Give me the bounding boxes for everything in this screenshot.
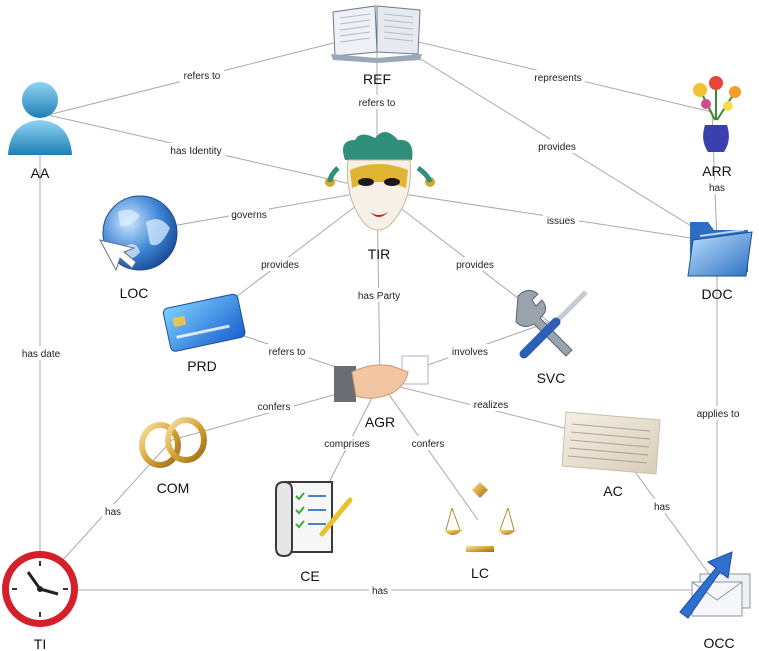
svg-text:involves: involves — [452, 347, 488, 358]
node-label-ce: CE — [300, 568, 319, 584]
edge-label-agr-com: confers — [254, 399, 294, 413]
node-com[interactable]: COM — [139, 417, 207, 496]
node-label-aa: AA — [31, 165, 50, 181]
envelopes-arrow-icon — [679, 551, 751, 619]
wrench-screwdriver-icon — [515, 290, 588, 359]
edge-label-agr-lc: confers — [408, 436, 448, 450]
node-label-loc: LOC — [120, 285, 149, 301]
edge-label-agr-svc: involves — [448, 344, 492, 358]
edge-label-aa-ti: has date — [20, 346, 62, 360]
edge-label-ref-doc: provides — [535, 139, 579, 153]
svg-text:has Party: has Party — [358, 291, 400, 302]
svg-text:applies to: applies to — [697, 409, 740, 420]
svg-text:refers to: refers to — [269, 347, 306, 358]
svg-text:confers: confers — [412, 439, 445, 450]
node-ref[interactable]: REF — [331, 5, 422, 87]
ledger-paper-icon — [561, 411, 661, 475]
open-book-icon — [331, 5, 422, 63]
node-lc[interactable]: LC — [444, 482, 516, 581]
credit-card-icon — [162, 293, 246, 352]
node-label-ti: TI — [34, 636, 46, 651]
edge-label-com-ti: has — [102, 504, 124, 518]
node-ce[interactable]: CE — [275, 480, 353, 584]
handshake-icon — [334, 355, 429, 402]
edge-label-ref-arr: represents — [531, 70, 585, 84]
svg-text:has: has — [654, 502, 670, 513]
node-ac[interactable]: AC — [561, 411, 661, 499]
checklist-scroll-icon — [275, 480, 353, 558]
wedding-rings-icon — [139, 417, 207, 468]
edge-label-tir-prd: provides — [258, 257, 302, 271]
svg-text:has date: has date — [22, 349, 61, 360]
node-label-doc: DOC — [701, 286, 732, 302]
edge-label-tir-loc: governs — [229, 207, 269, 221]
node-label-tir: TIR — [368, 246, 391, 262]
edge-label-aa-ref: refers to — [180, 68, 224, 82]
node-label-com: COM — [157, 480, 190, 496]
node-label-prd: PRD — [187, 358, 217, 374]
node-ti[interactable]: TI — [2, 551, 78, 651]
node-label-occ: OCC — [703, 635, 734, 651]
node-label-svc: SVC — [537, 370, 566, 386]
jester-mask-icon — [325, 131, 435, 231]
edge-label-doc-occ: applies to — [693, 406, 743, 420]
svg-text:provides: provides — [456, 260, 494, 271]
edge-agr-lc — [379, 381, 479, 521]
edge-label-agr-ce: comprises — [321, 436, 373, 450]
edge-label-prd-agr: refers to — [265, 344, 309, 358]
svg-text:refers to: refers to — [184, 71, 221, 82]
svg-text:has: has — [372, 586, 388, 597]
edge-label-aa-tir: has Identity — [166, 143, 226, 157]
svg-text:issues: issues — [547, 216, 575, 227]
edge-label-ti-occ: has — [369, 583, 391, 597]
edge-label-arr-doc: has — [706, 180, 728, 194]
svg-text:confers: confers — [258, 402, 291, 413]
flower-vase-icon — [693, 76, 741, 152]
svg-text:refers to: refers to — [359, 98, 396, 109]
svg-text:governs: governs — [231, 210, 267, 221]
node-tir[interactable]: TIR — [325, 131, 435, 262]
node-occ[interactable]: OCC — [679, 551, 751, 651]
node-doc[interactable]: DOC — [687, 222, 753, 302]
node-label-arr: ARR — [702, 163, 732, 179]
scales-icon — [444, 482, 516, 552]
edge-ref-doc — [376, 31, 718, 243]
globe-cursor-icon — [99, 195, 178, 272]
node-label-ref: REF — [363, 71, 391, 87]
svg-text:provides: provides — [261, 260, 299, 271]
svg-text:comprises: comprises — [324, 439, 370, 450]
node-aa[interactable]: AA — [8, 82, 72, 181]
user-avatar-icon — [8, 82, 72, 155]
folder-icon — [687, 222, 753, 277]
edge-label-agr-ac: realizes — [470, 397, 512, 411]
svg-text:has Identity: has Identity — [170, 146, 221, 157]
svg-text:provides: provides — [538, 142, 576, 153]
edge-label-tir-svc: provides — [453, 257, 497, 271]
node-label-agr: AGR — [365, 414, 395, 430]
edge-label-ac-occ: has — [651, 499, 673, 513]
node-svc[interactable]: SVC — [515, 290, 588, 386]
edge-label-tir-doc: issues — [543, 213, 579, 227]
edge-label-tir-agr: has Party — [356, 288, 402, 302]
svg-text:represents: represents — [534, 73, 581, 84]
node-label-lc: LC — [471, 565, 489, 581]
svg-text:has: has — [105, 507, 121, 518]
node-agr[interactable]: AGR — [334, 355, 429, 430]
clock-icon — [2, 551, 78, 627]
node-loc[interactable]: LOC — [99, 195, 178, 301]
svg-text:realizes: realizes — [474, 400, 508, 411]
node-prd[interactable]: PRD — [162, 293, 246, 374]
svg-text:has: has — [709, 183, 725, 194]
edge-label-ref-tir: refers to — [355, 95, 399, 109]
node-arr[interactable]: ARR — [693, 76, 741, 179]
node-label-ac: AC — [603, 483, 622, 499]
